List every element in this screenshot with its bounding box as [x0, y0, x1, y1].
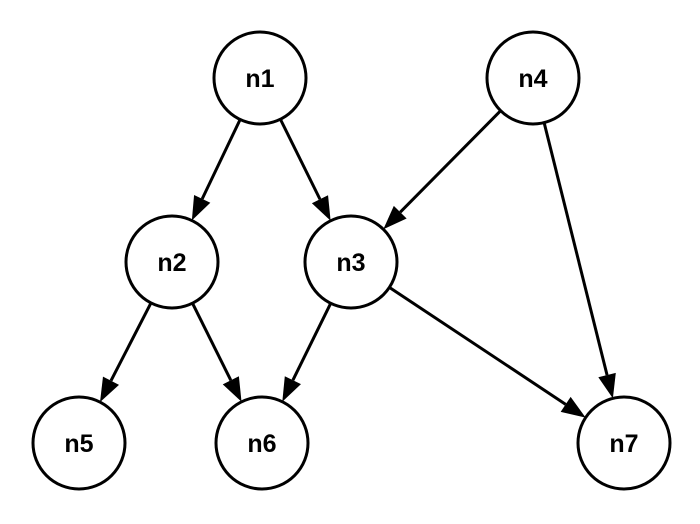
node-label: n7: [609, 430, 638, 458]
node-circle[interactable]: [214, 395, 310, 491]
arrowhead-icon: [222, 376, 242, 402]
graph-node-n7[interactable]: n7: [576, 395, 672, 491]
graph-edge-n2-n6: [191, 302, 242, 402]
edge-shaft: [388, 286, 567, 406]
edge-shaft: [542, 122, 609, 376]
graph-node-n1[interactable]: n1: [212, 30, 308, 126]
graph-edge-n4-n3: [383, 109, 502, 230]
graph-node-n2[interactable]: n2: [124, 214, 220, 310]
node-circle[interactable]: [212, 30, 308, 126]
arrowhead-icon: [383, 205, 407, 230]
graph-node-n3[interactable]: n3: [303, 214, 399, 310]
graph-node-n5[interactable]: n5: [31, 395, 127, 491]
node-circle[interactable]: [303, 214, 399, 310]
edge-shaft: [191, 302, 233, 381]
arrowhead-icon: [282, 376, 301, 402]
node-label: n4: [518, 65, 547, 93]
arrowhead-icon: [560, 396, 586, 418]
arrowhead-icon: [311, 195, 331, 221]
node-label: n3: [336, 249, 365, 277]
graph-edge-n4-n7: [542, 122, 616, 399]
node-circle[interactable]: [124, 214, 220, 310]
node-label: n1: [245, 65, 274, 93]
nodes-layer: n1 n2 n3 n4 n5 n6 n7: [31, 30, 672, 491]
arrowhead-icon: [191, 194, 211, 221]
graph-edge-n2-n5: [100, 302, 153, 403]
node-label: n5: [64, 430, 93, 458]
graph-node-n6[interactable]: n6: [214, 395, 310, 491]
edges-layer: [100, 109, 616, 418]
graph-edge-n1-n3: [279, 118, 331, 221]
arrowhead-icon: [100, 376, 119, 403]
node-circle[interactable]: [31, 395, 127, 491]
node-label: n2: [157, 249, 186, 277]
node-label: n6: [247, 430, 276, 458]
edge-shaft: [291, 302, 333, 381]
edge-shaft: [399, 109, 502, 214]
edge-shaft: [200, 118, 242, 200]
edge-shaft: [109, 302, 153, 382]
graph-node-n4[interactable]: n4: [485, 30, 581, 126]
edge-shaft: [279, 118, 322, 200]
node-circle[interactable]: [485, 30, 581, 126]
graph-edge-n3-n6: [282, 302, 333, 402]
graph-edge-n1-n2: [191, 118, 242, 221]
arrowhead-icon: [598, 372, 616, 399]
node-circle[interactable]: [576, 395, 672, 491]
graph-edge-n3-n7: [388, 286, 586, 418]
